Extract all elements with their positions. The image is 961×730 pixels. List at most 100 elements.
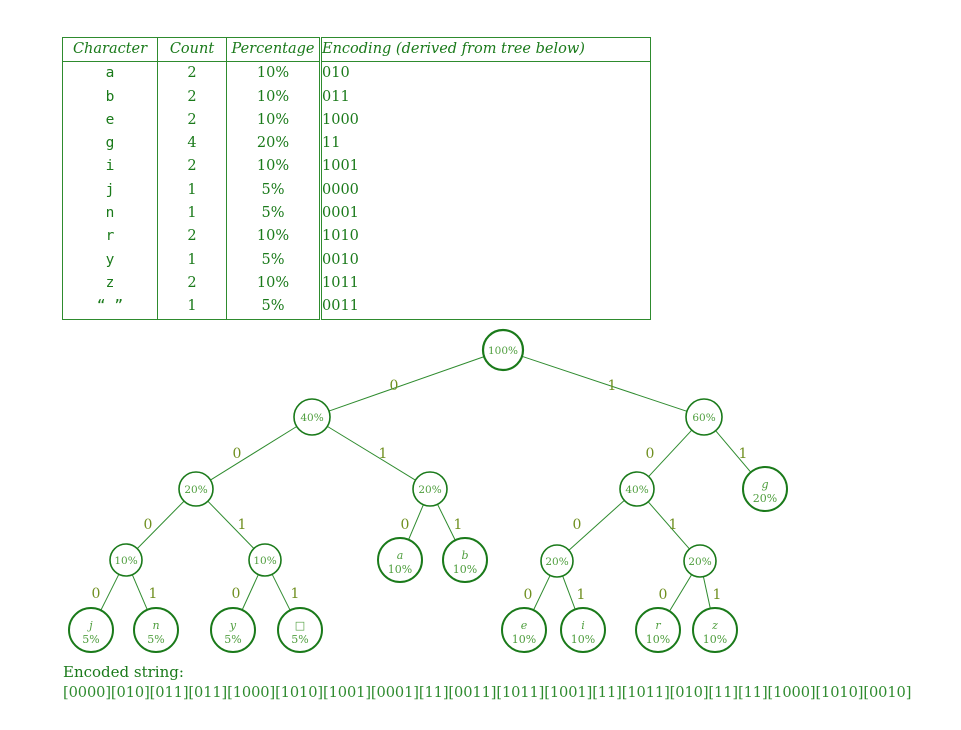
tree-leaf-node: □5% bbox=[277, 607, 323, 653]
cell-encoding: 010 bbox=[319, 61, 651, 86]
table-row: j 1 5% 0000 bbox=[63, 178, 651, 203]
table-row: “ ” 1 5% 0011 bbox=[63, 295, 651, 320]
tree-edge-label-1: 1 bbox=[713, 587, 722, 603]
cell-percentage: 20% bbox=[226, 132, 321, 156]
cell-encoding: 1000 bbox=[319, 108, 651, 133]
tree-edge bbox=[207, 500, 255, 549]
tree-edge-label-0: 0 bbox=[144, 517, 153, 533]
tree-edge-label-0: 0 bbox=[524, 587, 533, 603]
node-circle bbox=[178, 471, 214, 507]
tree-leaf-node: z10% bbox=[692, 607, 738, 653]
cell-encoding: 0000 bbox=[319, 178, 651, 203]
table-row: y 1 5% 0010 bbox=[63, 248, 651, 272]
tree-leaf-node: e10% bbox=[501, 607, 547, 653]
tree-node-layer: 100%40%60%20%20%40%g20%10%10%a10%b10%20%… bbox=[68, 328, 788, 653]
cell-count: 2 bbox=[157, 61, 227, 86]
node-percentage-label: 10% bbox=[571, 633, 595, 646]
tree-edge bbox=[648, 429, 693, 477]
cell-percentage: 10% bbox=[226, 271, 321, 296]
tree-edge bbox=[533, 575, 551, 611]
node-circle bbox=[560, 607, 606, 653]
node-percentage-label: 10% bbox=[388, 563, 412, 576]
cell-character: r bbox=[105, 228, 115, 245]
cell-encoding: 1010 bbox=[319, 225, 651, 249]
node-character-label: n bbox=[152, 619, 159, 632]
tree-leaf-node: n5% bbox=[133, 607, 179, 653]
cell-count: 2 bbox=[157, 85, 227, 109]
node-percentage-label: 10% bbox=[646, 633, 670, 646]
tree-internal-node: 100% bbox=[481, 328, 525, 372]
table-body: a 2 10% 010 b 2 10% 011 e 2 10% 1000 bbox=[63, 61, 651, 320]
table-row: r 2 10% 1010 bbox=[63, 225, 651, 249]
tree-internal-node: 10% bbox=[109, 543, 143, 577]
node-character-label: g bbox=[761, 478, 768, 491]
node-character-label: b bbox=[461, 549, 468, 562]
tree-edge-label-0: 0 bbox=[659, 587, 668, 603]
cell-count: 2 bbox=[157, 225, 227, 249]
tree-edge bbox=[568, 500, 625, 551]
encoded-string-section: Encoded string: [0000][010][011][011][10… bbox=[63, 662, 943, 704]
encoded-string-label: Encoded string: bbox=[63, 663, 184, 681]
node-circle bbox=[210, 607, 256, 653]
cell-percentage: 5% bbox=[226, 295, 321, 320]
tree-leaf-node: i10% bbox=[560, 607, 606, 653]
node-circle bbox=[293, 398, 331, 436]
tree-edge bbox=[437, 504, 456, 541]
node-character-label: i bbox=[581, 619, 585, 632]
node-percentage-label: 20% bbox=[753, 492, 777, 505]
node-percentage-label: 40% bbox=[300, 412, 323, 424]
table-row: z 2 10% 1011 bbox=[63, 271, 651, 296]
table-row: a 2 10% 010 bbox=[63, 61, 651, 86]
node-circle bbox=[481, 328, 525, 372]
column-header-count: Count bbox=[157, 37, 227, 62]
cell-percentage: 10% bbox=[226, 225, 321, 249]
encoded-string-value: [0000][010][011][011][1000][1010][1001][… bbox=[63, 684, 912, 701]
tree-edge bbox=[328, 356, 485, 412]
cell-count: 1 bbox=[157, 248, 227, 272]
tree-edge-layer bbox=[100, 355, 752, 612]
tree-edge-label-0: 0 bbox=[232, 586, 241, 602]
node-percentage-label: 10% bbox=[453, 563, 477, 576]
tree-edge bbox=[131, 574, 148, 610]
cell-character: g bbox=[105, 135, 115, 152]
huffman-frequency-table: Character Count Percentage Encoding (der… bbox=[62, 37, 651, 320]
tree-edge bbox=[100, 574, 120, 611]
node-circle bbox=[692, 607, 738, 653]
node-character-label: r bbox=[655, 619, 661, 632]
tree-edge bbox=[327, 425, 416, 481]
tree-edge bbox=[271, 574, 291, 611]
node-percentage-label: 10% bbox=[512, 633, 536, 646]
column-header-percentage: Percentage bbox=[226, 37, 321, 62]
tree-internal-node: 40% bbox=[293, 398, 331, 436]
tree-edge bbox=[562, 575, 576, 610]
cell-character: z bbox=[105, 274, 115, 291]
node-circle bbox=[109, 543, 143, 577]
column-header-character: Character bbox=[72, 41, 148, 57]
tree-edge-label-0: 0 bbox=[573, 517, 582, 533]
node-circle bbox=[68, 607, 114, 653]
tree-edge-label-1: 1 bbox=[739, 446, 748, 462]
tree-edge-label-1: 1 bbox=[577, 587, 586, 603]
cell-count: 1 bbox=[157, 202, 227, 226]
tree-edge bbox=[408, 504, 424, 540]
cell-count: 4 bbox=[157, 132, 227, 156]
node-circle bbox=[685, 398, 723, 436]
tree-leaf-node: r10% bbox=[635, 607, 681, 653]
cell-encoding: 0011 bbox=[319, 295, 651, 320]
cell-percentage: 10% bbox=[226, 155, 321, 179]
cell-character: b bbox=[105, 88, 115, 105]
cell-character: n bbox=[105, 205, 115, 222]
tree-internal-node: 40% bbox=[619, 471, 655, 507]
tree-edge-label-1: 1 bbox=[454, 517, 463, 533]
column-header-encoding: Encoding (derived from tree below) bbox=[319, 37, 651, 62]
node-percentage-label: 5% bbox=[224, 633, 241, 646]
tree-edge-label-1: 1 bbox=[291, 586, 300, 602]
cell-character: i bbox=[105, 158, 115, 175]
node-percentage-label: 40% bbox=[625, 484, 648, 496]
tree-edge-label-1: 1 bbox=[149, 586, 158, 602]
tree-leaf-node: b10% bbox=[442, 537, 488, 583]
table-row: e 2 10% 1000 bbox=[63, 108, 651, 133]
node-percentage-label: 10% bbox=[114, 555, 137, 567]
